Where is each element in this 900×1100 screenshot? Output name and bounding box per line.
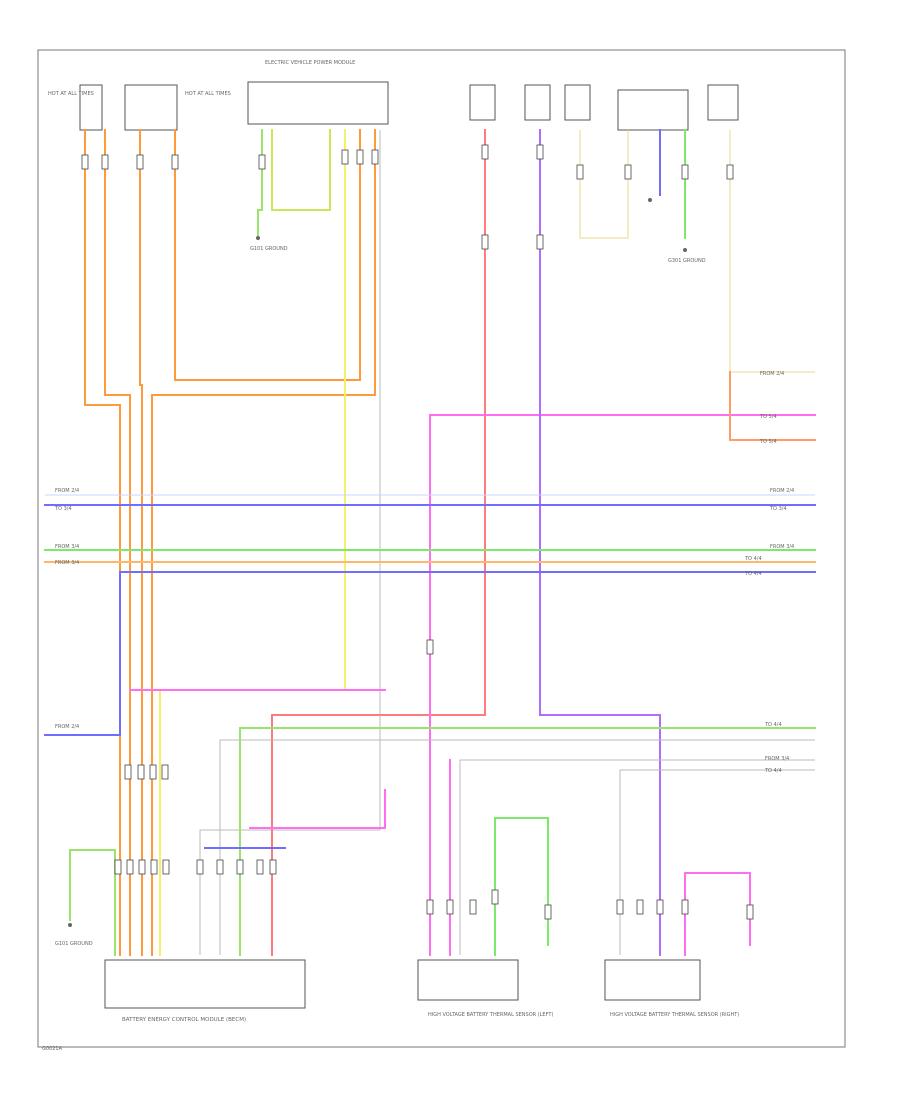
yellow-wire — [159, 129, 346, 956]
hv-thermal-sensor-left: HIGH VOLTAGE BATTERY THERMAL SENSOR (LEF… — [417, 959, 553, 1018]
right-label-6: TO 4/4 — [744, 556, 762, 562]
top-left-label-b: HOT AT ALL TIMES — [185, 91, 231, 97]
hvac-left-label: HIGH VOLTAGE BATTERY THERMAL SENSOR (LEF… — [428, 1012, 553, 1018]
ground-label-top: G101 GROUND — [250, 246, 288, 252]
gray-wire-mid-c — [619, 769, 815, 955]
battery-module-label: BATTERY ENERGY CONTROL MODULE (BECM) — [122, 1017, 246, 1023]
top-right-wires: G301 GROUND — [579, 129, 706, 264]
left-label-3: FROM 3/4 — [55, 560, 79, 566]
top-center-label: ELECTRIC VEHICLE POWER MODULE — [265, 60, 355, 66]
right-label-4: TO 3/4 — [769, 506, 787, 512]
magenta-wire-d — [249, 789, 386, 829]
right-label-7: TO 4/4 — [744, 571, 762, 577]
orange-wire-right — [729, 371, 816, 441]
fuse-columns-right — [469, 84, 739, 131]
green-wire-left-ground — [69, 849, 116, 956]
purple-wire — [539, 129, 661, 956]
orange-wire-bundle — [84, 129, 376, 956]
right-label-0: FROM 2/4 — [760, 371, 784, 377]
right-edge-labels: FROM 2/4 TO 5/4 TO 5/4 FROM 2/4 TO 3/4 F… — [744, 371, 794, 774]
ground-label-left: G101 GROUND — [55, 941, 93, 947]
left-label-4: FROM 2/4 — [55, 724, 79, 730]
battery-energy-control-module: BATTERY ENERGY CONTROL MODULE (BECM) — [104, 959, 306, 1023]
right-label-8: TO 4/4 — [764, 722, 782, 728]
ev-power-module: ELECTRIC VEHICLE POWER MODULE — [247, 60, 389, 125]
green-wires-top: G101 GROUND — [250, 129, 331, 252]
right-label-9: FROM 3/4 — [765, 756, 789, 762]
left-label-0: FROM 2/4 — [55, 488, 79, 494]
green-wire-loop — [494, 817, 549, 956]
gray-wire-mid-a — [219, 739, 815, 955]
left-label-1: TO 3/4 — [54, 506, 72, 512]
right-label-1: TO 5/4 — [759, 414, 777, 420]
ground-label-right: G301 GROUND — [668, 258, 706, 264]
horizontal-bus — [44, 494, 816, 736]
hvac-right-label: HIGH VOLTAGE BATTERY THERMAL SENSOR (RIG… — [610, 1012, 739, 1018]
tan-wire-right — [729, 130, 815, 373]
left-edge-labels: FROM 2/4 TO 3/4 FROM 3/4 FROM 3/4 FROM 2… — [54, 488, 79, 730]
magenta-wire-e — [684, 872, 751, 956]
right-label-2: TO 5/4 — [759, 439, 777, 445]
right-label-10: TO 4/4 — [764, 768, 782, 774]
gray-wire-mid-b — [459, 759, 815, 955]
left-label-2: FROM 3/4 — [55, 544, 79, 550]
diagram-frame — [37, 49, 846, 1048]
connector-markers — [81, 144, 754, 920]
page-code: G0021A — [42, 1046, 63, 1052]
green-wire-mid — [239, 727, 816, 956]
right-label-5: FROM 3/4 — [770, 544, 794, 550]
gray-wire-a — [199, 130, 381, 955]
top-left-label-a: HOT AT ALL TIMES — [48, 91, 94, 97]
red-wire — [271, 129, 486, 956]
fuse-block-left: HOT AT ALL TIMES HOT AT ALL TIMES — [48, 84, 231, 131]
hv-thermal-sensor-right: HIGH VOLTAGE BATTERY THERMAL SENSOR (RIG… — [604, 959, 739, 1018]
right-label-3: FROM 2/4 — [770, 488, 794, 494]
